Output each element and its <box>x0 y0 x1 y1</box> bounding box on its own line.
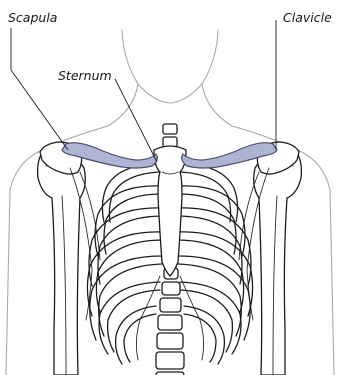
left-ribs <box>87 164 164 364</box>
label-scapula: Scapula <box>8 10 57 25</box>
right-humerus <box>254 150 302 375</box>
label-sternum: Sternum <box>58 68 112 83</box>
left-humerus <box>38 150 86 375</box>
label-clavicle: Clavicle <box>283 10 332 25</box>
right-ribs <box>176 164 253 364</box>
leader-lines <box>11 20 276 162</box>
